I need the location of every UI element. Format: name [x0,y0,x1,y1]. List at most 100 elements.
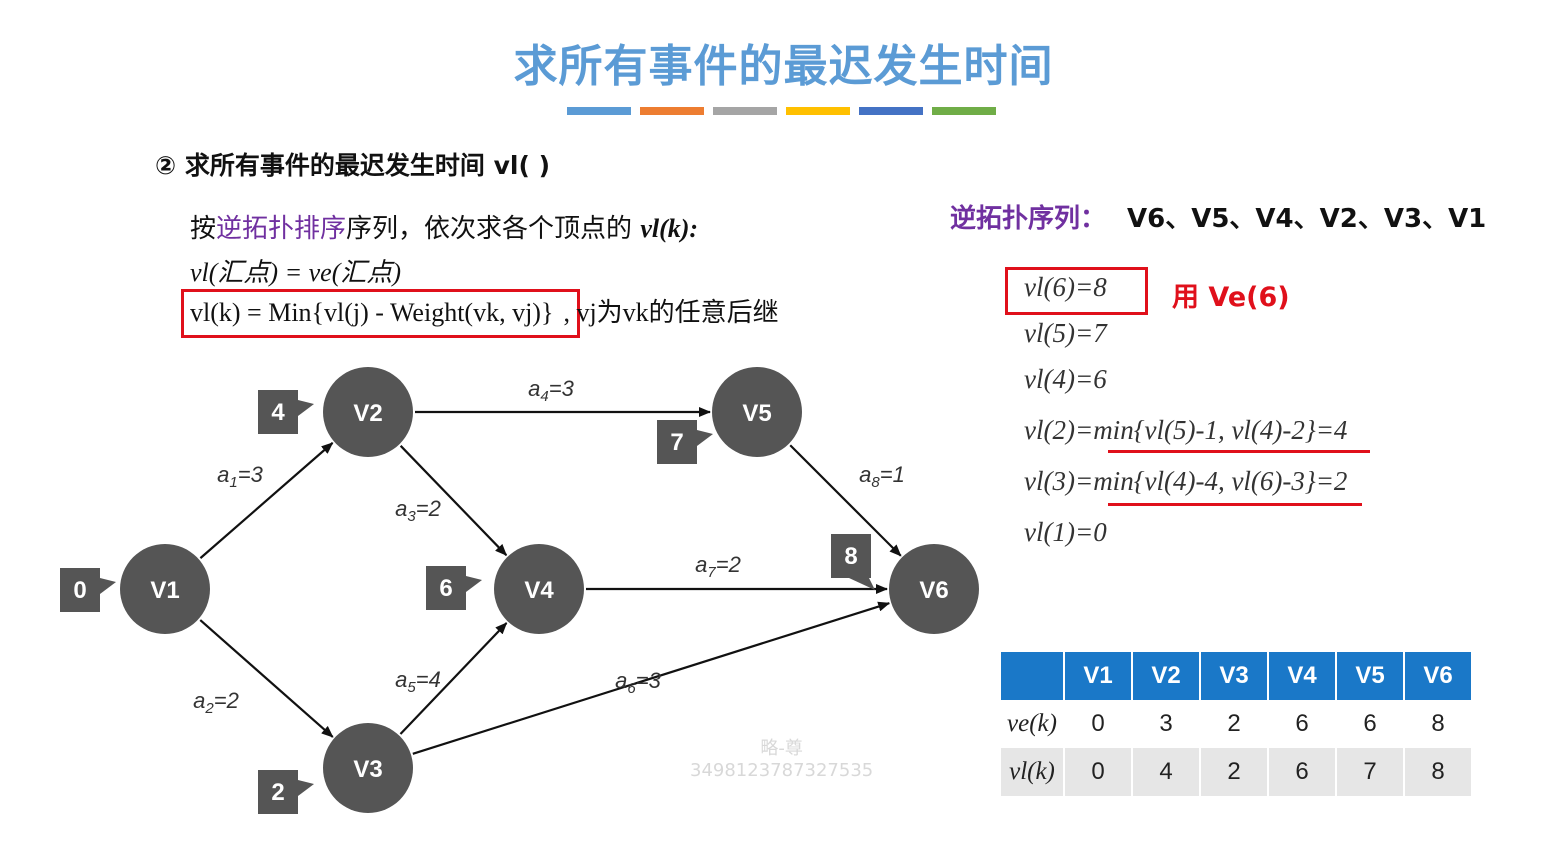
edge-arrow [412,601,891,755]
node-tag-v5: 7 [657,420,713,464]
calc-line: vl(6)=8 [1024,272,1107,302]
title-stripe [786,107,850,115]
table-cell: 4 [1132,748,1201,796]
title-stripe [713,107,777,115]
table-header-cell [1001,652,1065,700]
edge-label: a5=4 [395,667,441,696]
node-label: V3 [353,756,382,783]
watermark-line: 略-尊 [760,738,803,759]
node-v2: V2 [323,367,413,457]
calc-line: vl(3)=min{vl(4)-4, vl(6)-3}=2 [1024,466,1348,496]
edge-label: a1=3 [217,462,263,491]
edges-layer: a1=3 a2=2 a3=2 a4=3 a5=4 a6=3 a7=2 a8=1 [193,376,905,755]
edge-arrow [399,622,508,735]
table-cell: 2 [1200,748,1269,796]
table-cell: 0 [1064,700,1133,748]
edge-arrow [199,442,334,559]
row-label: ve(k) [1001,700,1065,748]
node-v4: V4 [494,544,584,634]
tag-value: 7 [670,429,683,456]
tag-value: 2 [271,779,284,806]
table-cell: 3 [1132,700,1201,748]
tag-pointer [298,400,314,416]
calc-line: vl(4)=6 [1024,364,1107,394]
rule-suffix: 序列，依次求各个顶点的 [346,214,633,244]
section-subtitle: ② 求所有事件的最迟发生时间 vl( ) [155,151,550,180]
node-tag-v3: 2 [258,770,314,814]
edge-label: a3=2 [395,496,441,525]
node-tag-v1: 0 [60,568,116,612]
edge-v4-v6: a7=2 [586,552,888,594]
node-label: V5 [742,400,771,427]
table-cell: 7 [1336,748,1405,796]
title-stripe [932,107,996,115]
tag-value: 4 [271,399,285,426]
edge-v1-v2: a1=3 [199,442,334,559]
table-cell: 2 [1200,700,1269,748]
node-v6: V6 [889,544,979,634]
table-header-cell: V2 [1132,652,1201,700]
tag-pointer [298,780,314,796]
calc-line: vl(1)=0 [1024,517,1107,547]
node-circle [494,544,584,634]
table-header-cell: V4 [1268,652,1337,700]
edge-v2-v4: a3=2 [395,445,508,556]
tag-box [60,568,100,612]
node-label: V2 [353,400,382,427]
edge-label: a6=3 [615,668,661,697]
watermark: 略-尊 3498123787327535 [690,738,873,782]
tag-value: 6 [439,575,452,602]
table-cell: 8 [1404,748,1473,796]
table-cell: 6 [1268,700,1337,748]
sequence-label: 逆拓扑序列： [950,204,1107,234]
tag-pointer [697,430,713,446]
node-circle [889,544,979,634]
tag-pointer [100,578,116,594]
formula-note: , vj为vk的任意后继 [563,298,779,327]
rule-func: vl(k): [640,214,699,243]
table-header-cell: V5 [1336,652,1405,700]
tag-box [831,534,871,578]
rule-line-3: vl(k) = Min{vl(j) - Weight(vk, vj)} , vj为… [190,292,779,329]
tag-box [426,566,466,610]
node-v1: V1 [120,544,210,634]
table-header-row: V1 V2 V3 V4 V5 V6 [1001,652,1473,700]
node-circle [712,367,802,457]
tag-box [258,390,298,434]
edge-arrow [789,444,902,557]
edge-v5-v6: a8=1 [789,444,905,557]
tag-pointer [849,578,875,590]
calc-underline [1108,503,1362,506]
node-tag-v6: 8 [831,534,875,590]
row-label: vl(k) [1001,748,1065,796]
edge-v1-v3: a2=2 [193,619,334,738]
page-title: 求所有事件的最迟发生时间 [513,41,1054,92]
edge-label: a4=3 [528,376,574,405]
table-cell: 0 [1064,748,1133,796]
rule-line-1: 按逆拓扑排序序列，依次求各个顶点的 vl(k): [190,208,698,245]
node-tag-v4: 6 [426,566,482,610]
tag-box [657,420,697,464]
node-circle [323,723,413,813]
formula: vl(k) = Min{vl(j) - Weight(vk, vj)} [190,298,554,327]
ve-vl-table: V1 V2 V3 V4 V5 V6 ve(k) 0 3 2 6 6 8 vl(k… [1001,652,1473,796]
edge-label: a8=1 [859,462,905,491]
node-label: V1 [150,577,179,604]
watermark-line: 3498123787327535 [690,760,874,781]
edge-arrow [199,619,334,738]
title-stripe [859,107,923,115]
calc-line: vl(5)=7 [1024,318,1107,348]
edge-v2-v5: a4=3 [415,376,711,417]
tag-pointer [466,576,482,592]
rule-line-2: vl(汇点) = ve(汇点) [190,258,402,287]
calc-line: vl(2)=min{vl(5)-1, vl(4)-2}=4 [1024,415,1348,445]
title-stripe [640,107,704,115]
table-cell: 6 [1336,700,1405,748]
edge-v3-v4: a5=4 [395,622,508,735]
edge-v3-v6: a6=3 [412,601,891,755]
use-note: 用 Ve(6) [1172,282,1290,313]
sequence-value: V6、V5、V4、V2、V3、V1 [1127,204,1487,234]
tag-value: 0 [73,577,86,604]
formula-highlight-box [181,289,580,338]
